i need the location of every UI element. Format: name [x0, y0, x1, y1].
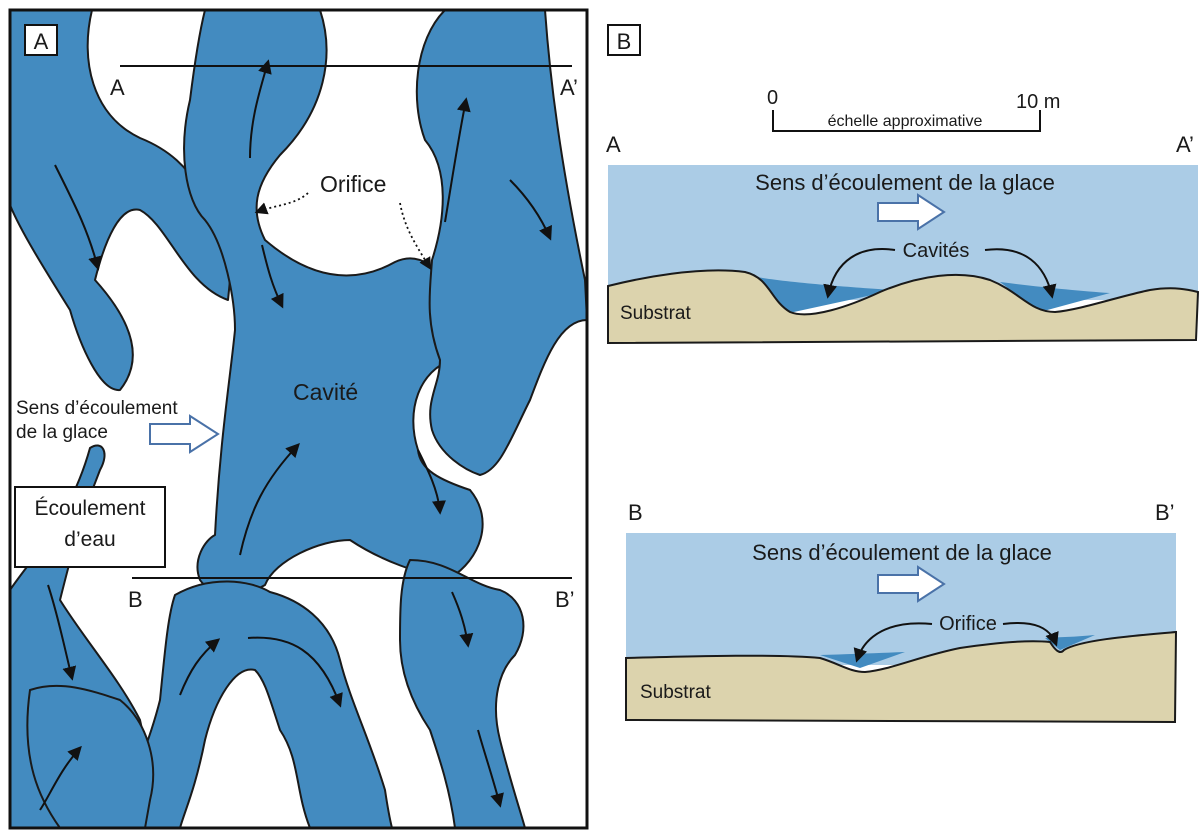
cavity-network [10, 10, 587, 828]
section-b-start: B [628, 500, 643, 525]
water-flow-label-line1: Écoulement [35, 497, 146, 520]
panel-b: B 0 10 m échelle approximative A A’ Sens… [606, 24, 1200, 724]
orifice-label: Orifice [320, 171, 386, 197]
cross-section-b: B B’ Sens d’écoulement de la glace Orifi… [625, 500, 1178, 724]
water-cavities-b [820, 635, 1095, 668]
substrate-b [625, 630, 1178, 724]
section-b-left-label: B [128, 587, 143, 612]
water-flow-label-line2: d’eau [64, 528, 115, 551]
scale-caption: échelle approximative [828, 113, 983, 130]
ice-flow-label-line2: de la glace [16, 422, 108, 443]
section-a-end: A’ [1176, 132, 1194, 157]
section-a-substrate-label: Substrat [620, 303, 691, 324]
section-a-left-label: A [110, 75, 125, 100]
section-b-orifice-label: Orifice [939, 613, 997, 635]
ice-flow-arrow-a [149, 414, 220, 454]
section-b-substrate-label: Substrat [640, 682, 711, 703]
section-a-start: A [606, 132, 621, 157]
panel-a-tag: A [34, 29, 49, 54]
panel-b-tag: B [617, 29, 632, 54]
section-a-right-label: A’ [560, 75, 578, 100]
panel-a [10, 10, 587, 828]
section-b-flow-label: Sens d’écoulement de la glace [752, 540, 1052, 565]
panel-b-tag-box [607, 24, 641, 56]
section-b-end: B’ [1155, 500, 1175, 525]
water-flow-arrows [39, 59, 552, 811]
substrate-a [607, 269, 1200, 345]
cross-section-a: A A’ Sens d’écoulement de la glace Cavit… [606, 132, 1200, 345]
orifice-pointers [254, 192, 432, 271]
section-b-right-label: B’ [555, 587, 575, 612]
ice-flow-label-line1: Sens d’écoulement [16, 398, 178, 419]
ice-flow-arrow-b2 [877, 565, 946, 603]
scale-max-label: 10 m [1016, 91, 1060, 113]
section-a-cavities-label: Cavités [903, 240, 970, 262]
cavity-label: Cavité [293, 379, 358, 405]
panel-a-tag-box [24, 24, 58, 56]
water-flow-label-box [14, 486, 166, 568]
scale-zero-label: 0 [767, 87, 778, 109]
section-a-flow-label: Sens d’écoulement de la glace [755, 170, 1055, 195]
ice-flow-arrow-b1 [877, 193, 946, 231]
panel-a-frame [8, 8, 589, 830]
water-cavities-a [752, 276, 1110, 315]
scale-bar: 0 10 m échelle approximative [767, 87, 1060, 132]
